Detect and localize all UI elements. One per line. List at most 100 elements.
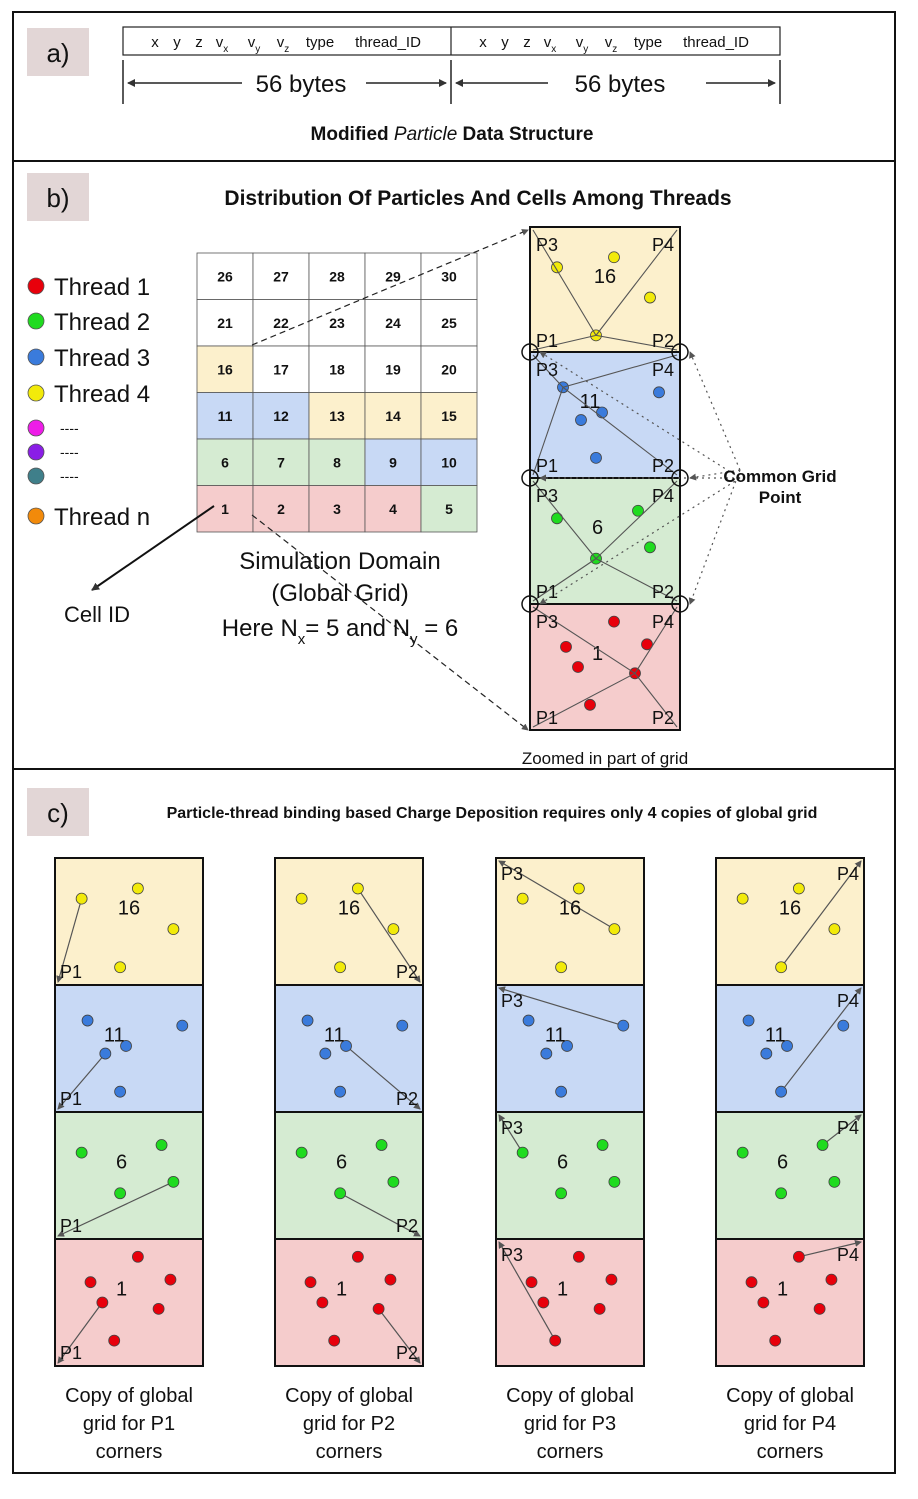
grid-cell-label-27: 27 [273, 268, 289, 284]
copy1-particle-3-1 [304, 1276, 317, 1289]
copy0-particle-0-2 [167, 923, 180, 936]
struct-field-0-4: vy [248, 34, 261, 55]
zoom-star-line-3-2 [532, 672, 636, 728]
struct-field-1-4: vy [576, 34, 589, 55]
section-b: b) Distribution Of Particles And Cells A… [27, 173, 837, 768]
zoom-star-line-1-3 [562, 386, 678, 476]
zoom-corner-p4-2: P4 [652, 486, 674, 506]
section-b-label-box [27, 173, 89, 221]
zoom-particle-0-2 [644, 291, 656, 304]
copy3-cell-0 [715, 857, 865, 986]
copy0-particle-1-2 [120, 1040, 132, 1052]
common-point-right-2 [671, 595, 689, 613]
zoom-particle-3-2 [641, 638, 653, 651]
copy1-particle-1-3 [396, 1019, 409, 1032]
copy2-particle-2-0 [516, 1146, 529, 1159]
copy2-corner-label-1: P3 [501, 991, 523, 1011]
copy2-particle-0-0 [516, 892, 529, 905]
copy1-particle-1-4 [334, 1085, 347, 1098]
copy2-cell-3 [495, 1238, 645, 1367]
grid-cell-label-26: 26 [217, 268, 233, 284]
copy2-particle-3-5 [549, 1334, 562, 1347]
grid-cell-label-20: 20 [441, 361, 457, 377]
copy-caption-1-2: Copy of global [506, 1385, 634, 1407]
grid-cell-28 [308, 252, 366, 300]
legend-label-6: ---- [60, 468, 79, 484]
struct-field-0-5: vz [277, 34, 290, 55]
copy2-particle-0-1 [572, 882, 585, 895]
grid-cell-27 [252, 252, 310, 300]
common-point-left-0 [521, 343, 539, 361]
zoom-cell-num-2: 6 [592, 517, 603, 539]
grid-cell-7 [252, 438, 310, 486]
copy2-particle-0-2 [608, 923, 621, 936]
copy2-particle-0-3 [555, 961, 568, 974]
copy3-deposit-line-2 [822, 1114, 862, 1146]
legend-label-7: Thread n [54, 504, 150, 531]
copy1-particle-2-2 [387, 1175, 400, 1188]
copy2-cell-num-1: 11 [545, 1024, 566, 1046]
copy1-cell-3 [274, 1238, 424, 1367]
grid-cell-1 [196, 485, 254, 533]
copy1-particle-1-1 [319, 1047, 332, 1060]
zoom-cell-num-3: 1 [592, 643, 603, 665]
cell-id-label: Cell ID [64, 602, 130, 627]
copy2-particle-2-1 [596, 1139, 609, 1151]
grid-cell-3 [308, 485, 366, 533]
copy0-cell-num-1: 11 [104, 1024, 125, 1046]
copy2-particle-1-1 [540, 1047, 553, 1060]
copy3-particle-2-3 [775, 1187, 788, 1200]
grid-cell-label-2: 2 [277, 501, 285, 517]
copy3-particle-1-1 [760, 1047, 773, 1060]
struct-field-1-7: thread_ID [683, 34, 749, 51]
zoom-particle-1-1 [575, 414, 587, 426]
copy1-deposit-line-3 [378, 1308, 421, 1364]
copy2-particle-3-2 [605, 1273, 618, 1286]
legend-dot-0 [27, 277, 45, 295]
copy-caption-3-2: corners [537, 1441, 604, 1463]
section-c-frame [12, 768, 896, 1474]
copy3-cell-num-2: 6 [777, 1151, 788, 1173]
grid-cell-label-21: 21 [217, 315, 233, 331]
section-a-label: a) [46, 38, 69, 68]
zoom-corner-p1-2: P1 [536, 582, 558, 602]
copy1-cell-num-2: 6 [336, 1151, 347, 1173]
copy3-deposit-line-3 [798, 1239, 862, 1258]
copy3-particle-0-1 [792, 882, 805, 895]
struct-field-0-1: y [173, 34, 181, 51]
legend-label-1: Thread 2 [54, 309, 150, 336]
copy1-particle-2-0 [295, 1146, 308, 1159]
copy2-deposit-line-1 [498, 986, 624, 1027]
copy2-deposit-line-3 [498, 1241, 556, 1341]
copy2-particle-1-3 [617, 1019, 630, 1032]
grid-cell-30 [420, 252, 478, 300]
copy3-cell-num-1: 11 [765, 1024, 786, 1046]
grid-cell-18 [308, 345, 366, 393]
zoom-star-line-0-0 [532, 229, 597, 336]
grid-cell-label-17: 17 [273, 361, 289, 377]
legend-dot-2 [27, 348, 45, 366]
grid-cell-15 [420, 392, 478, 440]
zoom-corner-p1-1: P1 [536, 456, 558, 476]
grid-cell-11 [196, 392, 254, 440]
copy0-particle-1-4 [114, 1085, 127, 1098]
copy0-corner-label-0: P1 [60, 962, 82, 982]
legend-label-0: Thread 1 [54, 274, 150, 301]
grid-cell-14 [364, 392, 422, 440]
copy2-cell-0 [495, 857, 645, 986]
common-grid-label-1: Common Grid [723, 467, 836, 486]
zoom-star-line-2-3 [595, 558, 678, 602]
copy0-particle-0-3 [114, 961, 127, 974]
zoom-particle-1-4 [590, 451, 602, 464]
zoom-star-line-2-2 [532, 558, 597, 602]
copy2-cell-num-2: 6 [557, 1151, 568, 1173]
copy0-particle-3-4 [152, 1302, 165, 1315]
grid-cell-label-16: 16 [217, 361, 233, 377]
common-point-left-2 [521, 595, 539, 613]
zoom-corner-p2-3: P2 [652, 708, 674, 728]
bytes-label-left: 56 bytes [256, 71, 347, 98]
zoom-corner-p2-2: P2 [652, 582, 674, 602]
legend-dot-3 [27, 384, 45, 402]
